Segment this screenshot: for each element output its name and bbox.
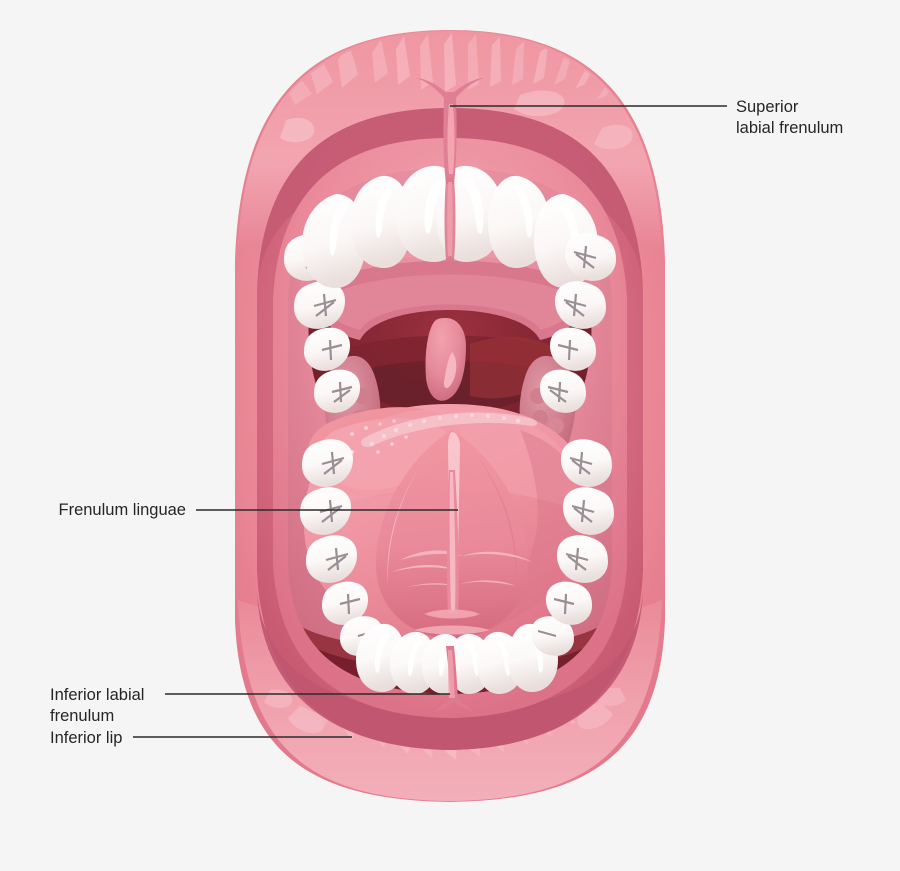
tooth-lower-left-premolar-2	[322, 581, 369, 625]
tooth-upper-left-premolar-2	[304, 327, 351, 371]
tooth-lower-right-molar-3	[560, 439, 612, 487]
tooth-upper-right-premolar-2	[549, 327, 596, 371]
label-frenulum-linguae-text: Frenulum linguae	[59, 501, 187, 519]
inferior-labial-frenulum	[434, 646, 474, 712]
tooth-upper-left-canine-visible	[302, 194, 366, 288]
lower-teeth	[300, 439, 614, 694]
frenulum-linguae	[414, 470, 490, 635]
label-superior-labial-frenulum-text: Superior labial frenulum	[736, 98, 843, 137]
label-inferior-lip-text: Inferior lip	[50, 729, 122, 747]
label-superior-labial-frenulum[interactable]: Superior labial frenulum	[450, 98, 843, 137]
tooth-upper-right-premolar-1	[539, 369, 586, 413]
upper-teeth	[284, 165, 616, 413]
tooth-upper-left-premolar-1	[314, 369, 361, 413]
tooth-upper-left-lateral-incisor	[350, 175, 412, 268]
tooth-lower-right-molar-1	[556, 535, 608, 583]
superior-labial-frenulum	[416, 78, 484, 260]
upper-vestibule-fold	[257, 108, 643, 290]
tooth-lower-left-molar-1	[306, 535, 358, 583]
tooth-lower-right-molar-2	[562, 487, 614, 535]
label-inferior-labial-frenulum[interactable]: Inferior labial frenulum	[50, 686, 450, 725]
label-inferior-lip[interactable]: Inferior lip	[50, 729, 352, 747]
annotation-layer: Superior labial frenulum Frenulum lingua…	[50, 98, 843, 747]
tooth-lower-right-premolar-2	[545, 581, 592, 625]
lower-vestibule-fold	[257, 592, 643, 750]
label-inferior-labial-frenulum-text: Inferior labial frenulum	[50, 686, 149, 725]
tooth-upper-right-molar-2	[554, 281, 606, 329]
tooth-lower-right-premolar-1	[530, 616, 574, 656]
tooth-upper-right-molar-3	[564, 233, 616, 281]
tooth-upper-left-molar-2	[294, 281, 346, 329]
tongue	[304, 404, 596, 642]
label-frenulum-linguae[interactable]: Frenulum linguae	[59, 501, 459, 519]
uvula	[425, 318, 466, 401]
tooth-lower-left-molar-3	[302, 439, 354, 487]
